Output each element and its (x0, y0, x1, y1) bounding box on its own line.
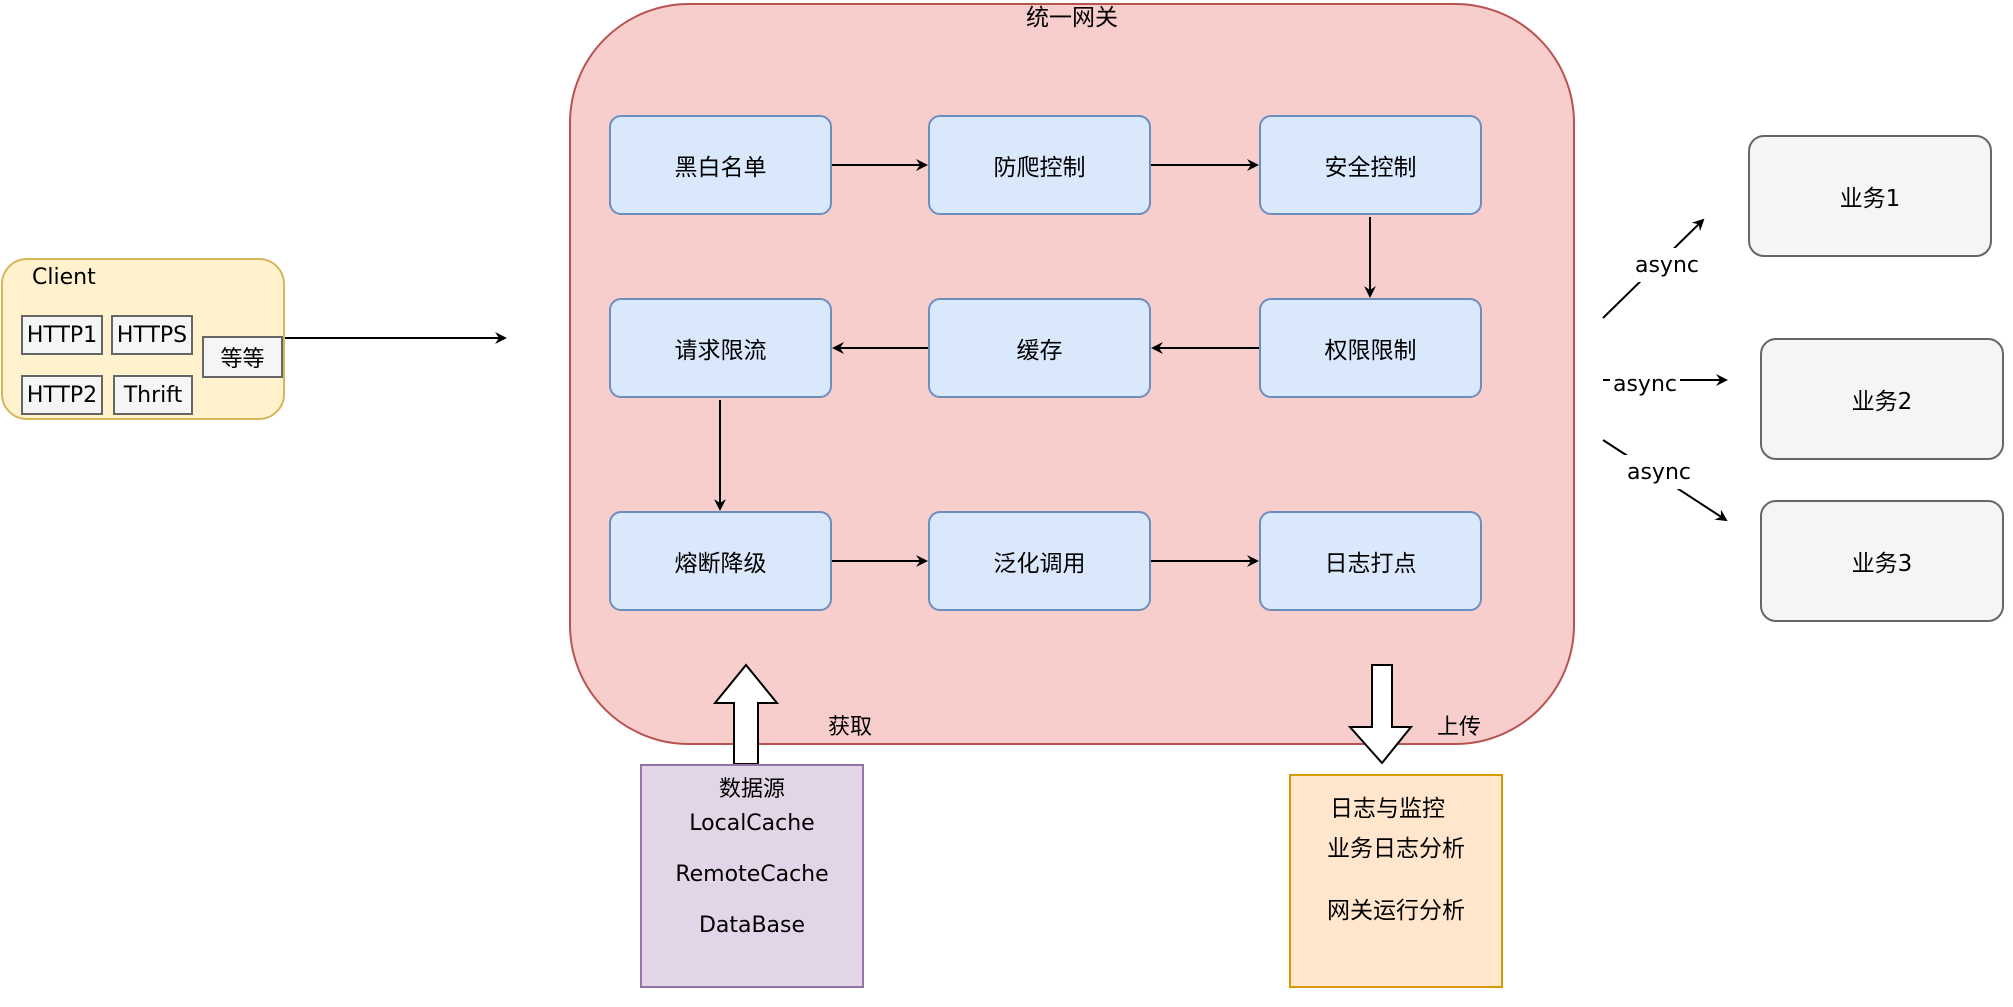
datasource-box (640, 764, 864, 988)
monitor-item-gateway-run: 网关运行分析 (1327, 898, 1465, 924)
service-3[interactable]: 业务3 (1760, 500, 2004, 622)
protocol-https: HTTPS (111, 315, 193, 355)
protocol-http1: HTTP1 (21, 315, 103, 355)
protocol-etc: 等等 (202, 336, 283, 378)
step-rate-limit[interactable]: 请求限流 (609, 298, 832, 398)
fetch-label: 获取 (828, 715, 873, 740)
step-circuit-breaker[interactable]: 熔断降级 (609, 511, 832, 611)
step-logging[interactable]: 日志打点 (1259, 511, 1482, 611)
gateway-title: 统一网关 (1026, 5, 1118, 31)
upload-block-arrow (1347, 664, 1414, 765)
async-label-3: async (1624, 455, 1694, 489)
step-blacklist[interactable]: 黑白名单 (609, 115, 832, 215)
datasource-item-database: DataBase (698, 913, 806, 938)
upload-label: 上传 (1437, 715, 1482, 740)
protocol-thrift: Thrift (113, 375, 193, 415)
async-label-1: async (1632, 248, 1702, 282)
async-label-2: async (1610, 367, 1680, 401)
step-anti-crawl[interactable]: 防爬控制 (928, 115, 1151, 215)
step-permission[interactable]: 权限限制 (1259, 298, 1482, 398)
datasource-item-remotecache: RemoteCache (675, 862, 829, 887)
step-security[interactable]: 安全控制 (1259, 115, 1482, 215)
protocol-http2: HTTP2 (21, 375, 103, 415)
step-cache[interactable]: 缓存 (928, 298, 1151, 398)
datasource-title: 数据源 (718, 777, 785, 802)
service-2[interactable]: 业务2 (1760, 338, 2004, 460)
fetch-block-arrow (712, 663, 780, 765)
step-generic-call[interactable]: 泛化调用 (928, 511, 1151, 611)
datasource-item-localcache: LocalCache (689, 811, 815, 836)
monitor-title: 日志与监控 (1330, 796, 1445, 822)
client-label: Client (32, 265, 96, 290)
service-1[interactable]: 业务1 (1748, 135, 1992, 257)
monitor-box (1289, 774, 1503, 988)
monitor-item-biz-log: 业务日志分析 (1327, 836, 1465, 862)
